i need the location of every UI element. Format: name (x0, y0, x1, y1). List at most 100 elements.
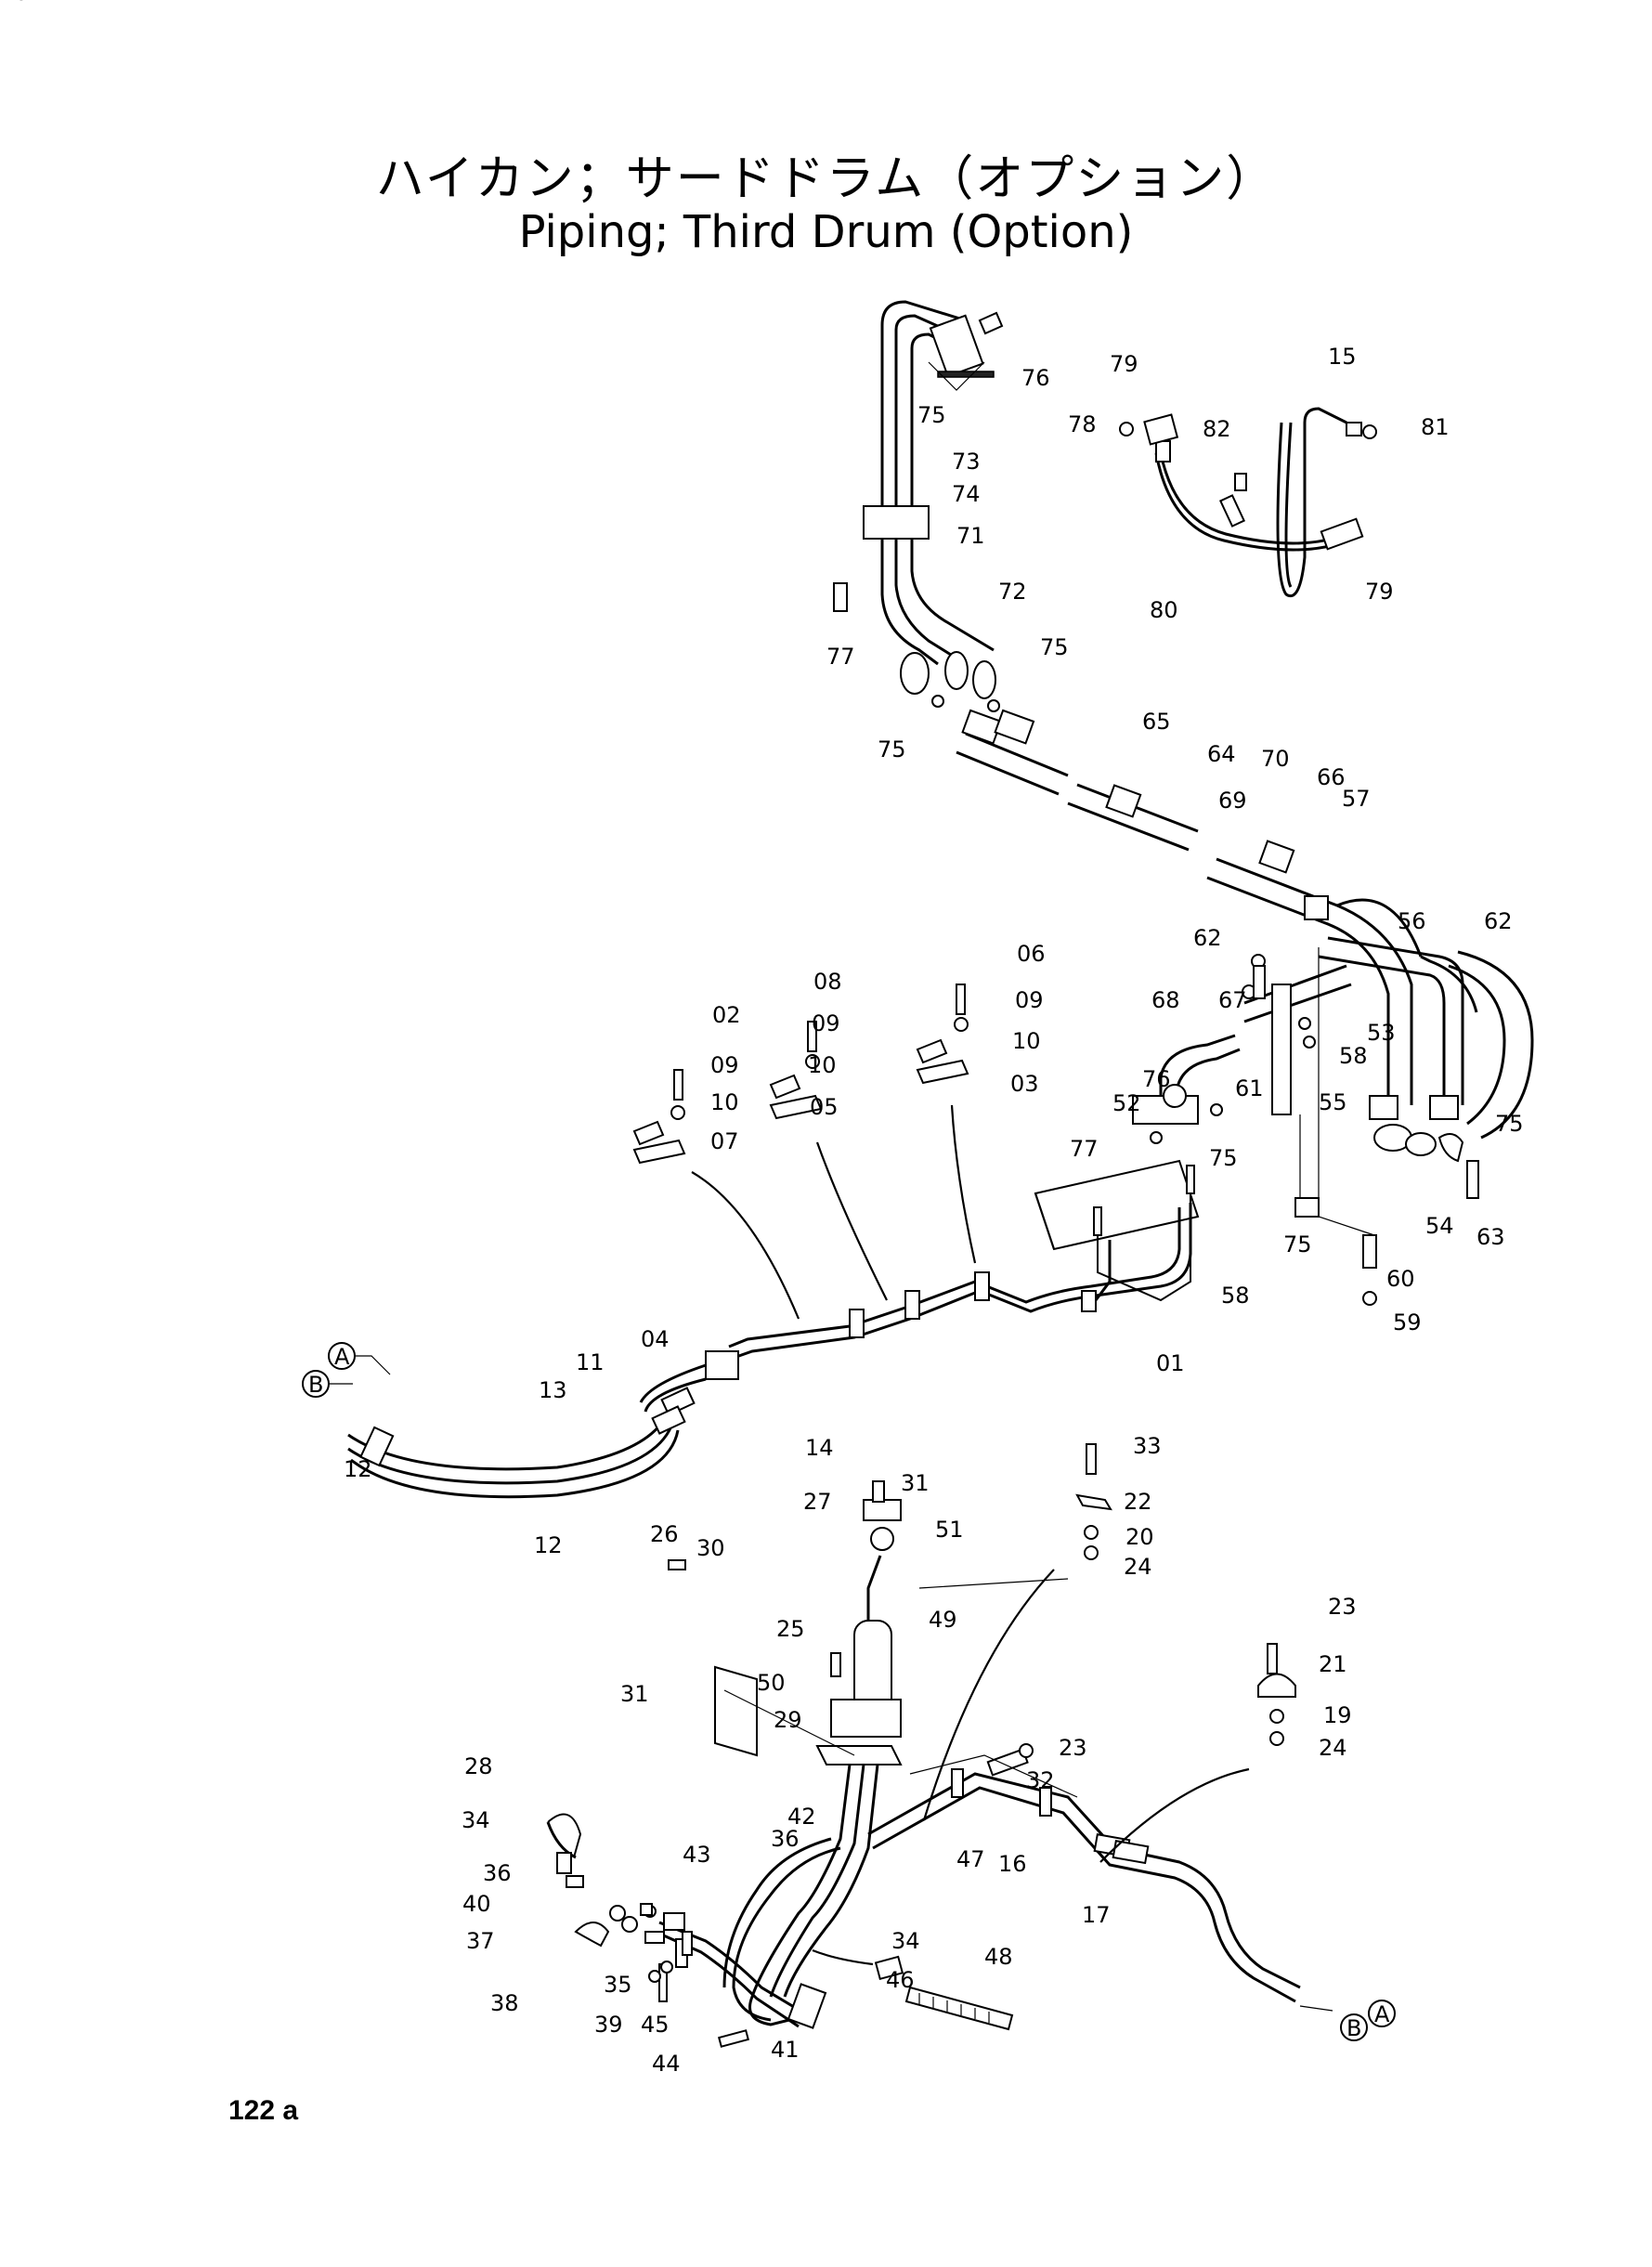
callout-70: 70 (1261, 746, 1290, 772)
callout-12: 12 (344, 1456, 372, 1482)
callout-10: 10 (808, 1052, 837, 1078)
callout-16: 16 (998, 1851, 1027, 1877)
lever-assembly (668, 1480, 1078, 1798)
callout-64: 64 (1207, 741, 1236, 767)
callout-23: 23 (1059, 1735, 1087, 1761)
callout-12: 12 (534, 1532, 563, 1558)
callout-37: 37 (466, 1928, 495, 1954)
callout-49: 49 (929, 1607, 957, 1633)
callout-48: 48 (984, 1944, 1013, 1970)
callout-17: 17 (1082, 1902, 1111, 1928)
callout-20: 20 (1125, 1524, 1154, 1550)
callout-76: 76 (1021, 365, 1050, 391)
ref-a-top: A (334, 1344, 350, 1370)
callout-50: 50 (757, 1670, 786, 1696)
callout-65: 65 (1142, 709, 1171, 735)
callout-63: 63 (1476, 1224, 1505, 1250)
callout-38: 38 (490, 1990, 519, 2016)
callout-59: 59 (1393, 1309, 1422, 1335)
callout-08: 08 (813, 969, 842, 995)
ref-b-bottom: B (1346, 2015, 1361, 2041)
callout-18: 18 (0, 0, 29, 6)
callout-24: 24 (1319, 1735, 1347, 1761)
callout-80: 80 (1150, 597, 1178, 623)
callout-10: 10 (1012, 1028, 1041, 1054)
callout-07: 07 (710, 1128, 739, 1154)
callout-77: 77 (1070, 1136, 1099, 1162)
callout-56: 56 (1398, 908, 1426, 934)
callout-05: 05 (810, 1094, 839, 1120)
ref-a-bottom: A (1374, 2001, 1390, 2027)
ref-b-top: B (308, 1372, 323, 1398)
callout-69: 69 (1218, 788, 1247, 814)
page-title-japanese: ハイカン；サードドラム（オプション） (375, 151, 1277, 207)
callout-57: 57 (1342, 786, 1371, 812)
callout-28: 28 (464, 1753, 493, 1779)
callout-75: 75 (1209, 1145, 1238, 1171)
callout-77: 77 (826, 644, 855, 670)
callout-10: 10 (710, 1089, 739, 1115)
callout-55: 55 (1319, 1089, 1347, 1115)
callout-42: 42 (787, 1804, 816, 1830)
callout-14: 14 (805, 1435, 834, 1461)
hose-assembly-80 (1119, 407, 1377, 598)
callout-71: 71 (956, 523, 985, 549)
callout-75: 75 (1040, 634, 1069, 660)
callout-13: 13 (539, 1377, 567, 1403)
lower-hardware (1075, 1443, 1296, 1746)
clamp-parts (632, 984, 977, 1320)
callout-47: 47 (956, 1846, 985, 1872)
lower-hose-assembly (546, 1569, 1333, 2048)
page-title-english: Piping; Third Drum (Option) (518, 206, 1134, 258)
diagonal-pipe-assembly (956, 709, 1534, 1306)
callout-54: 54 (1425, 1213, 1454, 1239)
callout-11: 11 (576, 1349, 605, 1375)
callout-51: 51 (935, 1517, 964, 1543)
callout-02: 02 (712, 1002, 741, 1028)
callout-62: 62 (1484, 908, 1513, 934)
callout-35: 35 (604, 1972, 632, 1998)
callout-82: 82 (1203, 416, 1231, 442)
callout-46: 46 (886, 1967, 915, 1993)
callout-15: 15 (1328, 344, 1357, 370)
callout-09: 09 (1015, 987, 1044, 1013)
callout-09: 09 (710, 1052, 739, 1078)
callout-24: 24 (1124, 1554, 1152, 1580)
callout-04: 04 (641, 1326, 670, 1352)
callout-45: 45 (641, 2012, 670, 2038)
callout-21: 21 (1319, 1651, 1347, 1677)
callout-79: 79 (1365, 579, 1394, 605)
callout-39: 39 (594, 2012, 623, 2038)
reference-markers: A B A B (302, 1342, 1396, 2041)
callout-22: 22 (1124, 1489, 1152, 1515)
callout-66: 66 (1317, 764, 1346, 790)
callout-03: 03 (1010, 1071, 1039, 1097)
callout-75: 75 (1283, 1231, 1312, 1257)
callout-32: 32 (1026, 1767, 1055, 1793)
callout-33: 33 (1133, 1433, 1162, 1459)
callout-25: 25 (776, 1616, 805, 1642)
callout-36: 36 (771, 1826, 800, 1852)
callout-09: 09 (812, 1010, 840, 1036)
callout-30: 30 (696, 1535, 725, 1561)
callout-58: 58 (1339, 1043, 1368, 1069)
callout-34: 34 (462, 1807, 490, 1833)
callout-60: 60 (1386, 1266, 1415, 1292)
callout-68: 68 (1151, 987, 1180, 1013)
callout-73: 73 (952, 449, 981, 475)
ref-circle-a-bottom (1368, 2000, 1396, 2027)
callout-26: 26 (650, 1521, 679, 1547)
callout-74: 74 (952, 481, 981, 507)
callout-29: 29 (774, 1707, 802, 1733)
callout-75: 75 (917, 402, 946, 428)
ref-circle-b-bottom (1340, 2013, 1368, 2041)
callout-79: 79 (1110, 351, 1138, 377)
callout-06: 06 (1017, 941, 1046, 967)
callout-81: 81 (1421, 414, 1450, 440)
callout-41: 41 (771, 2037, 800, 2063)
callout-61: 61 (1235, 1075, 1264, 1101)
callout-75: 75 (878, 736, 906, 762)
callout-31: 31 (901, 1470, 930, 1496)
callout-01: 01 (1156, 1350, 1185, 1376)
